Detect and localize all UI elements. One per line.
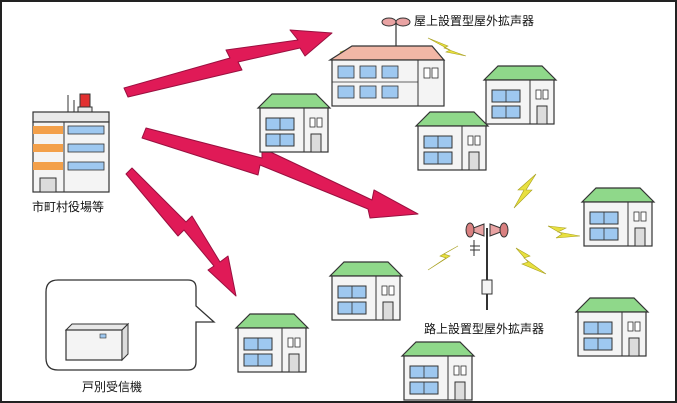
- signal-arrow-icon: [123, 29, 333, 98]
- household-receiver-icon: [64, 322, 130, 362]
- rooftop-speaker-icon: [327, 17, 446, 107]
- street-speaker-label: 路上設置型屋外拡声器: [424, 322, 545, 336]
- municipal-office-label: 市町村役場等: [32, 200, 105, 214]
- house-icon: [415, 111, 489, 171]
- lightning-icon: [427, 173, 581, 275]
- house-icon: [483, 65, 557, 125]
- house-icon: [329, 261, 403, 321]
- house-icon: [257, 93, 331, 153]
- signal-arrow-icon: [125, 167, 237, 297]
- house-icon: [401, 341, 475, 401]
- municipal-office-icon: [32, 93, 110, 193]
- street-speaker-icon: [465, 222, 509, 310]
- rooftop-speaker-label: 屋上設置型屋外拡声器: [414, 14, 535, 28]
- household-receiver-label: 戸別受信機: [82, 380, 143, 394]
- house-icon: [235, 313, 309, 373]
- house-icon: [581, 187, 655, 247]
- house-icon: [575, 297, 649, 357]
